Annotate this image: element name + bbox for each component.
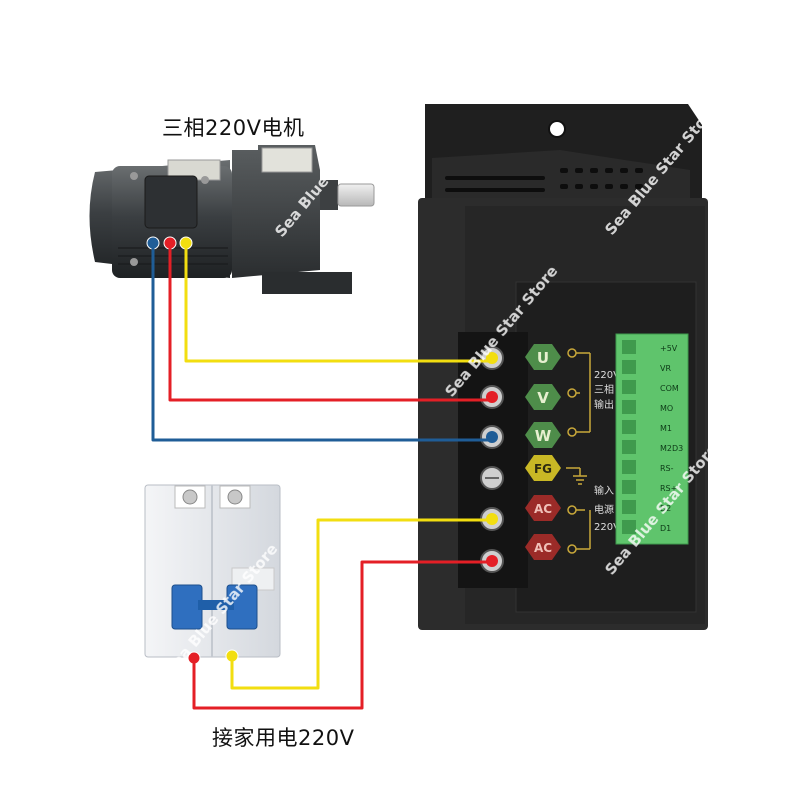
input-power-label: 电源	[594, 503, 614, 516]
gearbox-label	[261, 147, 313, 173]
output-voltage-label: 220V	[594, 370, 620, 381]
terminal-label-fg: FG	[534, 462, 552, 476]
controller	[418, 104, 708, 630]
pin-vr: VR	[660, 364, 671, 373]
terminal-screw-icon	[480, 425, 504, 449]
wire-blue-w	[151, 243, 492, 442]
pin-d1: D1	[660, 524, 671, 533]
terminal-screw-icon	[480, 466, 504, 490]
mains-caption: 接家用电220V	[212, 726, 355, 750]
terminal-label-v: V	[537, 389, 549, 407]
control-connector: +5V VR COM MO M1 M2D3 RS- RS+ D2 D1	[615, 333, 689, 545]
output-word-label: 输出	[594, 398, 614, 411]
wire-red-ac	[192, 560, 492, 710]
terminal-labels: U V W FG AC AC	[525, 344, 561, 560]
terminal-label-ac-2: AC	[534, 541, 552, 555]
input-voltage-label: 220V	[594, 522, 620, 533]
pin-com: COM	[660, 384, 679, 393]
wire-red-v	[168, 243, 492, 402]
motor-shaft	[337, 183, 375, 207]
mounting-hole	[548, 120, 566, 138]
pin-5v: +5V	[660, 344, 678, 353]
pin-m1: M1	[660, 424, 672, 433]
terminal-screw-icon	[480, 385, 504, 409]
output-phase-label: 三相	[594, 383, 614, 396]
pin-rs-minus: RS-	[660, 464, 674, 473]
motor-caption: 三相220V电机	[162, 116, 305, 140]
terminal-label-w: W	[535, 427, 552, 445]
wire-yellow-u	[184, 243, 492, 363]
pin-m2d3: M2D3	[660, 444, 683, 453]
indicator-marks	[567, 348, 591, 554]
terminal-label-u: U	[537, 349, 549, 367]
pin-rs-plus: RS+	[660, 484, 677, 493]
input-word-label: 输入	[594, 484, 614, 497]
terminal-label-ac-1: AC	[534, 502, 552, 516]
side-labels: 220V 三相 输出 输入 电源 220V	[594, 370, 620, 533]
pin-mo: MO	[660, 404, 673, 413]
motor	[89, 145, 375, 294]
pin-d2: D2	[660, 504, 671, 513]
ground-icon	[566, 467, 587, 485]
wires	[151, 243, 492, 710]
wire-yellow-ac	[230, 518, 492, 690]
circuit-breaker	[144, 484, 281, 665]
